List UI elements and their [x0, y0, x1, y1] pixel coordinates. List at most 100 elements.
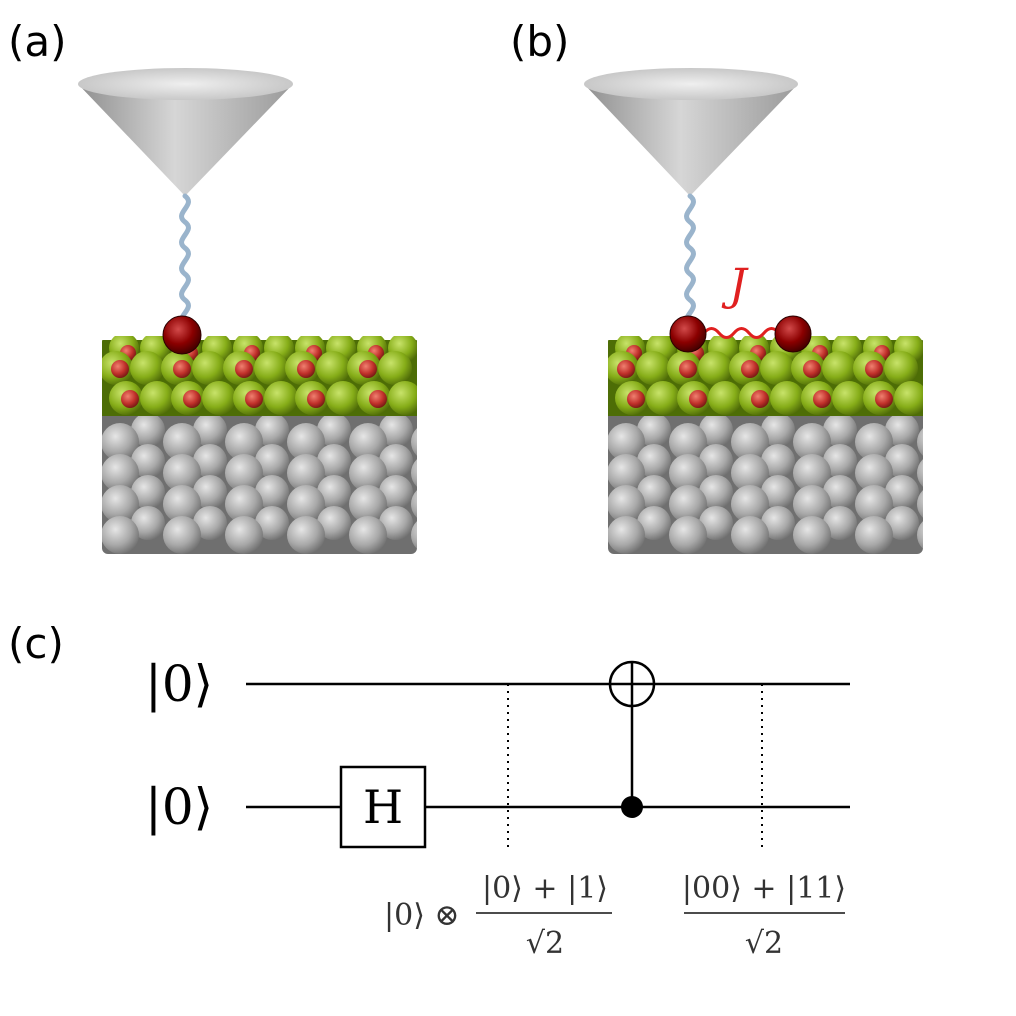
- surface-atom-green: [822, 351, 856, 385]
- spin-link-a: [179, 193, 191, 328]
- substrate-atom: [731, 516, 769, 554]
- surface-atom-red: [741, 360, 759, 378]
- substrate-atom: [855, 516, 893, 554]
- substrate-atom: [317, 444, 351, 478]
- state-1-prefix: |0⟩ ⊗: [384, 898, 460, 933]
- substrate-atom: [699, 444, 733, 478]
- substrate-atom: [411, 485, 417, 523]
- coupling-wave: [702, 327, 781, 339]
- surface-atom-red: [751, 390, 769, 408]
- substrate-atom: [855, 423, 893, 461]
- stm-tip-a: [78, 68, 293, 196]
- substrate-b: [608, 336, 981, 554]
- substrate-atom: [855, 454, 893, 492]
- surface-atom-red: [689, 390, 707, 408]
- substrate-atom: [287, 454, 325, 492]
- substrate-atom: [761, 444, 795, 478]
- substrate-atom: [225, 485, 263, 523]
- surface-atom-green: [130, 351, 164, 385]
- substrate-atom: [102, 516, 139, 554]
- substrate-atom: [699, 413, 733, 447]
- substrate-atom: [669, 423, 707, 461]
- substrate-atom: [317, 506, 351, 540]
- substrate-atom: [163, 485, 201, 523]
- substrate-atom: [255, 444, 289, 478]
- substrate-atom: [917, 485, 923, 523]
- surface-atom-green: [202, 381, 236, 415]
- substrate-atom: [947, 444, 981, 478]
- surface-atom-red: [875, 390, 893, 408]
- substrate-atom: [255, 413, 289, 447]
- surface-atom-red: [359, 360, 377, 378]
- substrate-atom: [637, 506, 671, 540]
- substrate-atom: [131, 413, 165, 447]
- substrate-atom: [193, 506, 227, 540]
- substrate-atom: [917, 454, 923, 492]
- substrate-atom: [608, 423, 645, 461]
- surface-atom-red: [369, 390, 387, 408]
- adatom-b-left: [669, 315, 707, 353]
- adatom-b-right: [774, 315, 812, 353]
- substrate-a: [102, 336, 475, 554]
- substrate-atom: [731, 423, 769, 461]
- substrate-atom: [102, 423, 139, 461]
- substrate-atom: [699, 475, 733, 509]
- surface-atom-green: [192, 351, 226, 385]
- substrate-atom: [608, 454, 645, 492]
- stm-tip-b: [584, 68, 798, 196]
- substrate-atom: [131, 506, 165, 540]
- substrate-atom: [761, 506, 795, 540]
- surface-atom-green: [698, 351, 732, 385]
- substrate-atom: [917, 423, 923, 461]
- surface-atom-red: [627, 390, 645, 408]
- substrate-atom: [731, 485, 769, 523]
- substrate-atom: [608, 516, 645, 554]
- surface-atom-green: [326, 381, 360, 415]
- substrate-atom: [287, 516, 325, 554]
- substrate-atom: [441, 506, 475, 540]
- substrate-atom: [255, 475, 289, 509]
- surface-atom-red: [183, 390, 201, 408]
- substrate-atom: [131, 444, 165, 478]
- cnot-control-dot: [621, 796, 643, 818]
- surface-atom-green: [636, 351, 670, 385]
- substrate-atom: [163, 454, 201, 492]
- substrate-atom: [411, 454, 417, 492]
- hadamard-gate-label: H: [363, 780, 403, 834]
- substrate-atom: [255, 506, 289, 540]
- panel-a-label: (a): [8, 17, 67, 66]
- surface-atom-green: [646, 381, 680, 415]
- substrate-atom: [193, 413, 227, 447]
- surface-atom-green: [316, 351, 350, 385]
- substrate-atom: [823, 475, 857, 509]
- state-2-denominator: √2: [745, 926, 783, 961]
- state-1-denominator: √2: [526, 926, 564, 961]
- substrate-atom: [225, 423, 263, 461]
- substrate-atom: [855, 485, 893, 523]
- substrate-atom: [669, 485, 707, 523]
- substrate-atom: [793, 516, 831, 554]
- surface-atom-green: [140, 381, 174, 415]
- state-2-numerator: |00⟩ + |11⟩: [682, 871, 846, 906]
- substrate-atom: [102, 454, 139, 492]
- substrate-atom: [225, 454, 263, 492]
- surface-atom-green: [388, 381, 417, 415]
- substrate-atom: [317, 413, 351, 447]
- state-1-numerator: |0⟩ + |1⟩: [482, 871, 608, 906]
- substrate-atom: [102, 485, 139, 523]
- substrate-atom: [947, 413, 981, 447]
- substrate-atom: [163, 516, 201, 554]
- substrate-atom: [669, 516, 707, 554]
- substrate-atom: [131, 475, 165, 509]
- quantum-circuit: |0⟩ |0⟩ H |0⟩ ⊗ |0⟩ + |1⟩ √2 |00⟩ + |11⟩…: [145, 655, 850, 961]
- substrate-atom: [379, 444, 413, 478]
- panel-c-label: (c): [8, 619, 64, 668]
- surface-atom-red: [679, 360, 697, 378]
- surface-atom-red: [865, 360, 883, 378]
- substrate-atom: [823, 506, 857, 540]
- substrate-atom: [637, 413, 671, 447]
- qubit-label-top: |0⟩: [145, 655, 213, 713]
- spin-link-b: [684, 193, 696, 328]
- substrate-atom: [225, 516, 263, 554]
